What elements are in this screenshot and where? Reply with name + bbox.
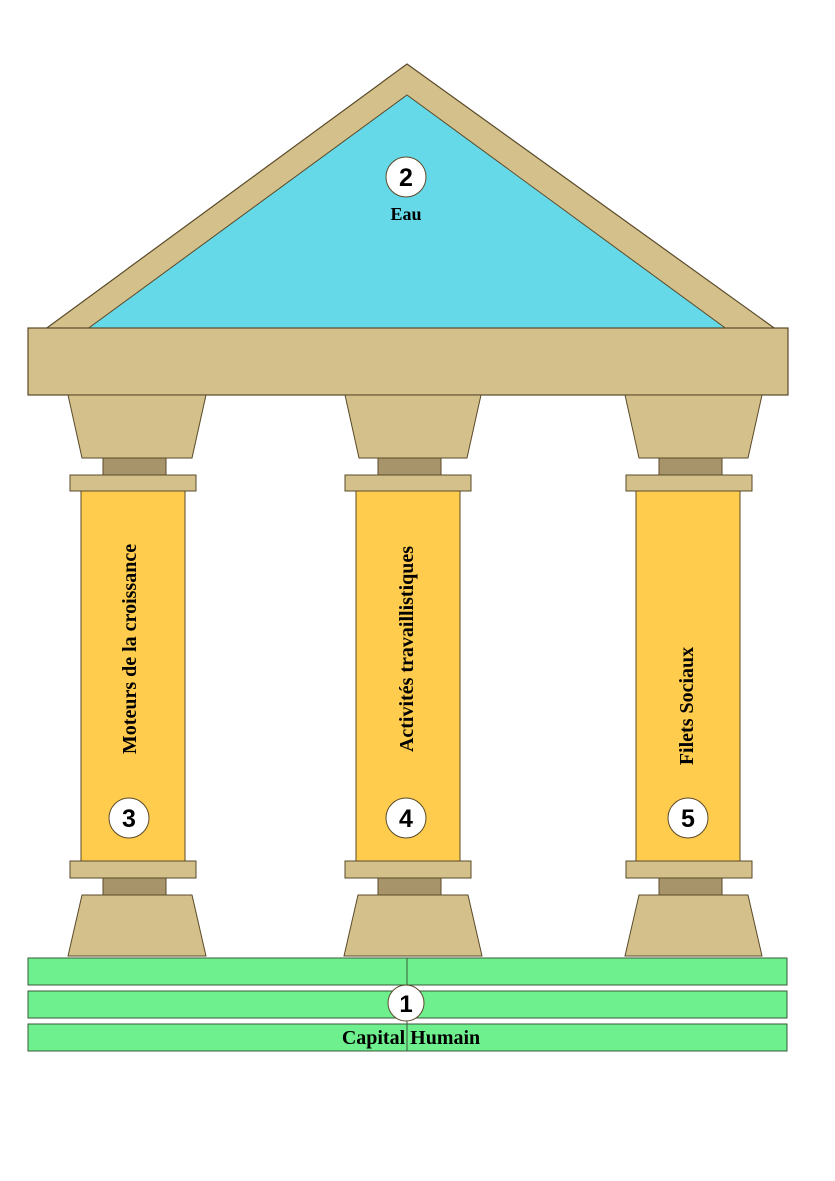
pillar-2-number-badge xyxy=(385,797,427,839)
foundation-number-badge xyxy=(387,984,425,1022)
pillar-2-label: Activités travaillistiques xyxy=(396,546,418,752)
pillar-2-number: 4 xyxy=(399,805,413,833)
pillar-2-ring-top xyxy=(344,474,472,492)
pediment-label: Eau xyxy=(390,204,421,224)
pillar-1-number: 3 xyxy=(122,805,136,833)
pillar-3-neck-bottom xyxy=(658,877,723,896)
pillar-1-capital xyxy=(67,394,207,459)
pillar-2-neck-top xyxy=(377,457,442,476)
pillar-3-ring-top xyxy=(625,474,753,492)
pillar-1: Moteurs de la croissance 3 xyxy=(67,394,207,957)
pillar-3: Filets Sociaux 5 xyxy=(624,394,763,957)
pillar-3-number-badge xyxy=(667,797,709,839)
pillar-2-ring-bottom xyxy=(344,860,472,879)
pillar-3-neck-top xyxy=(658,457,723,476)
pillar-1-base xyxy=(67,894,207,957)
pillar-2-capital xyxy=(344,394,482,459)
foundation: 1 Capital Humain xyxy=(27,957,788,1052)
foundation-number: 1 xyxy=(399,991,412,1018)
pillar-1-neck-bottom xyxy=(102,877,167,896)
entablature-beam xyxy=(27,327,789,396)
pillar-3-capital xyxy=(624,394,763,459)
pillar-1-neck-top xyxy=(102,457,167,476)
pillar-3-base xyxy=(624,894,763,957)
pillar-2-base xyxy=(343,894,483,957)
pillar-1-ring-top xyxy=(69,474,197,492)
foundation-label: Capital Humain xyxy=(342,1027,480,1049)
pediment-number: 2 xyxy=(399,164,413,192)
pillar-1-number-badge xyxy=(108,797,150,839)
pediment: 2 Eau xyxy=(42,63,779,331)
pillar-3-number: 5 xyxy=(681,805,695,833)
pillar-1-ring-bottom xyxy=(69,860,197,879)
pillar-3-ring-bottom xyxy=(625,860,753,879)
pediment-number-badge xyxy=(385,156,427,198)
pillar-2: Activités travaillistiques 4 xyxy=(343,394,483,957)
pillar-1-label: Moteurs de la croissance xyxy=(119,544,141,754)
pillar-2-neck-bottom xyxy=(377,877,442,896)
pillar-3-label: Filets Sociaux xyxy=(676,647,698,765)
